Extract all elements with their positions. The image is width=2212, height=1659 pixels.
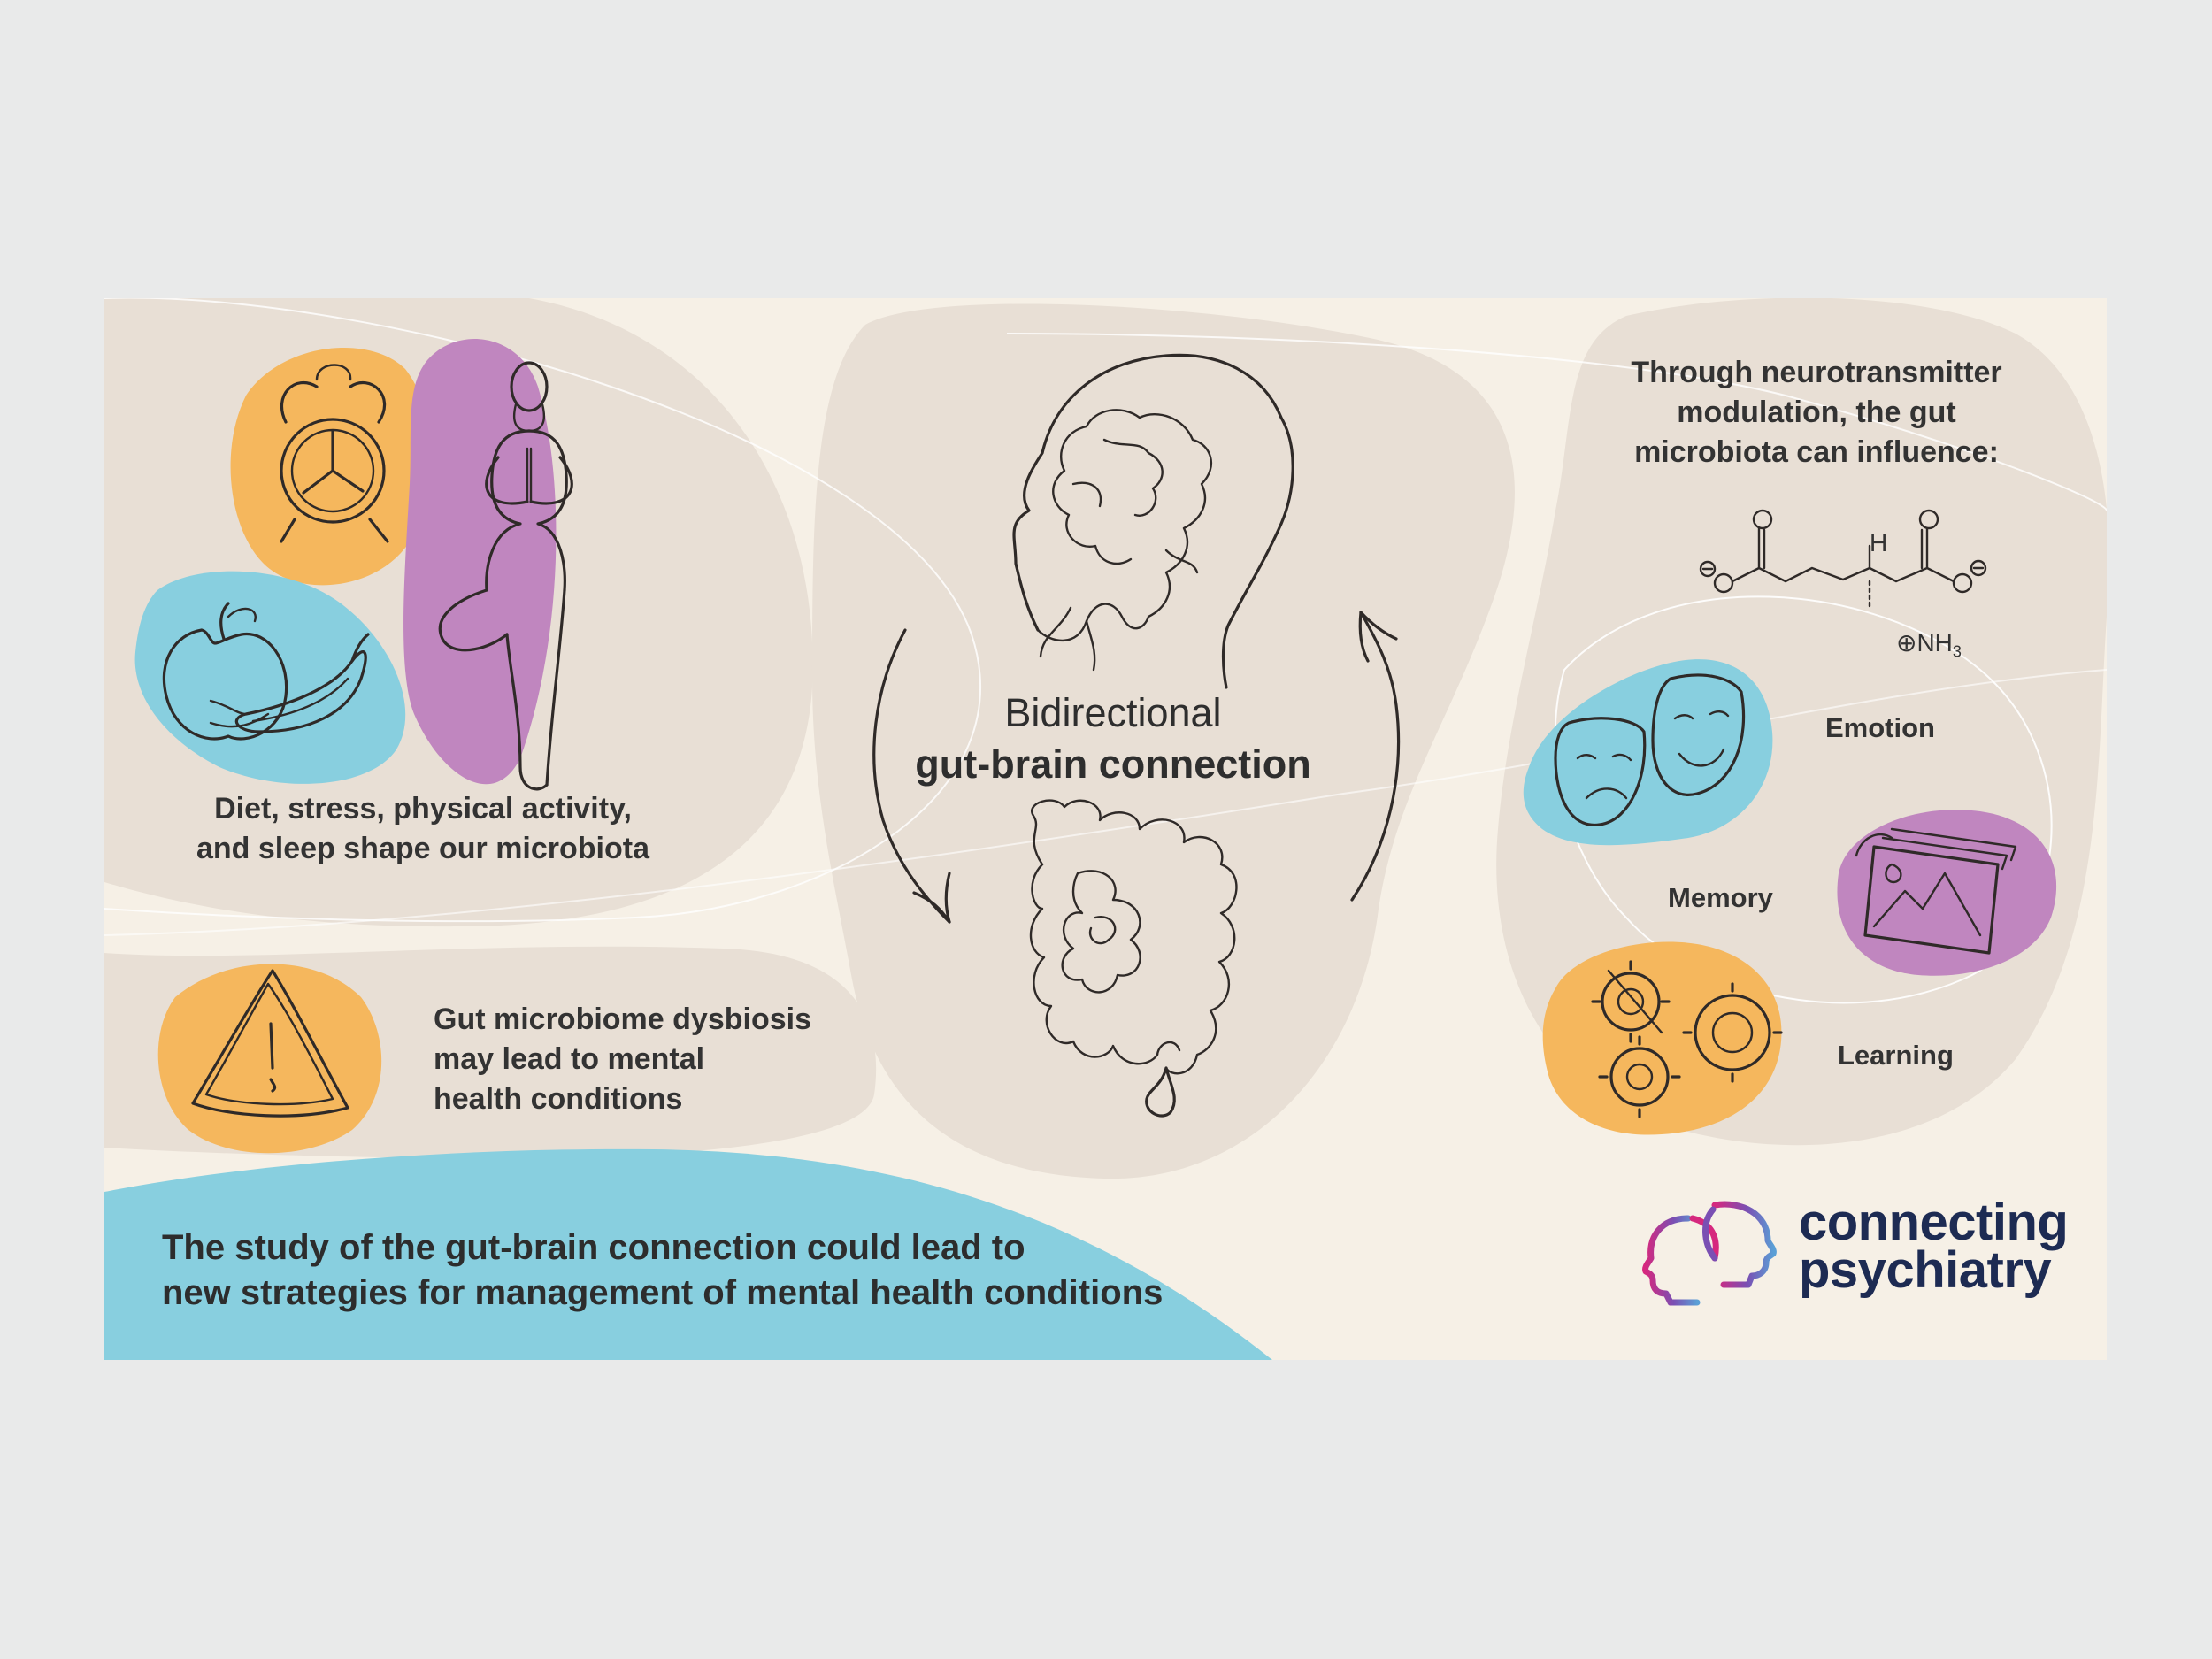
molecule-amine-label: ⊕NH3 [1896,630,1962,665]
curved-arrow-up-icon [1350,611,1401,902]
center-blob [812,303,1515,1179]
left-bottom-caption-line2: may lead to mental [434,1042,705,1076]
right-intro: Through neurotransmitter modulation, the… [1609,353,2024,472]
left-top-caption-line2: and sleep shape our microbiota [196,832,649,865]
footer-text: The study of the gut-brain connection co… [162,1225,1224,1316]
molecule-h-label: H [1870,529,1888,557]
footer-line2: new strategies for management of mental … [162,1273,1164,1312]
glutamate-molecule-icon [1699,509,1987,610]
infographic-artwork [104,298,2107,1360]
right-intro-line1: Through neurotransmitter [1631,356,2002,389]
curved-arrow-down-icon [872,628,951,924]
photo-frames-icon [1837,810,2057,976]
molecule-amine-text: ⊕NH [1896,629,1953,657]
logo-wordmark: connecting psychiatry [1799,1194,2069,1299]
logo-line1: connecting [1799,1194,2069,1251]
left-top-caption-line1: Diet, stress, physical activity, [214,792,632,826]
center-title: Bidirectional gut-brain connection [901,687,1325,790]
gears-icon [1542,941,1783,1135]
center-title-line1: Bidirectional [1004,690,1222,735]
left-bottom-caption-line1: Gut microbiome dysbiosis [434,1002,811,1036]
emotion-label: Emotion [1825,712,1935,743]
center-title-line2: gut-brain connection [915,741,1311,787]
yoga-woman-icon [403,339,573,791]
brain-head-icon [1012,353,1294,689]
alarm-clock-icon [230,348,431,586]
logo-line2: psychiatry [1799,1241,2052,1299]
learning-label: Learning [1838,1040,1954,1071]
chili-pepper-icon [209,633,370,733]
intestine-icon [1029,799,1238,1118]
right-intro-line3: microbiota can influence: [1634,435,1999,469]
theater-masks-icon [1523,659,1773,846]
footer-line1: The study of the gut-brain connection co… [162,1228,1025,1267]
left-bottom-caption-line3: health conditions [434,1082,683,1116]
left-top-caption: Diet, stress, physical activity, and sle… [131,789,715,869]
memory-label: Memory [1668,882,1773,913]
two-heads-logo-icon [1642,1201,1777,1306]
warning-triangle-icon [157,964,382,1154]
infographic-card: Diet, stress, physical activity, and sle… [104,298,2107,1360]
apple-icon [134,571,406,784]
molecule-amine-subscript: 3 [1952,642,1962,661]
right-intro-line2: modulation, the gut [1677,396,1956,429]
footer-wave [104,1148,1272,1360]
left-bottom-caption: Gut microbiome dysbiosis may lead to men… [434,1000,894,1119]
